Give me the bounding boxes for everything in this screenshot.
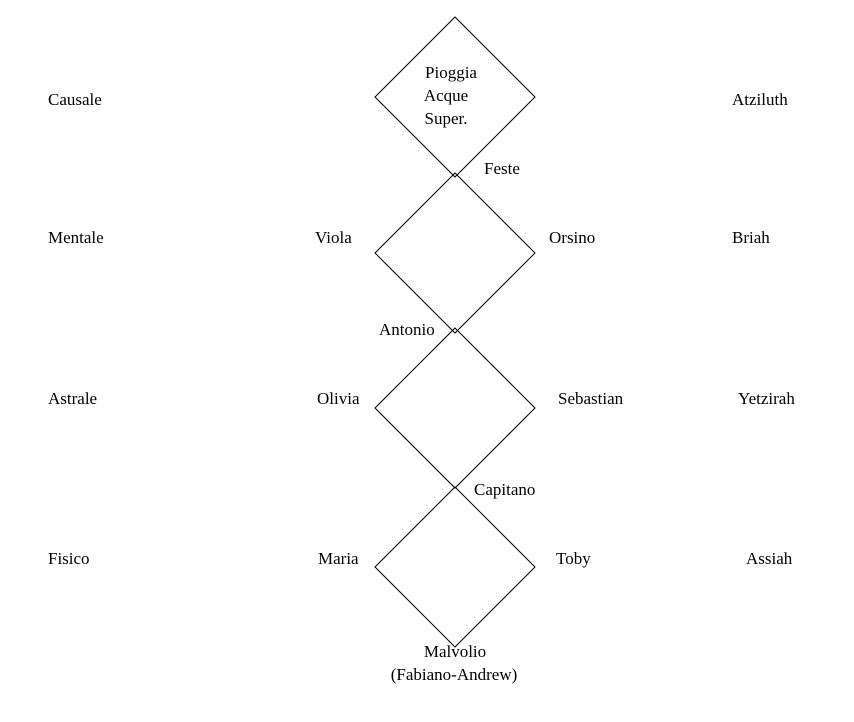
world-assiah-label: Assiah bbox=[746, 549, 793, 568]
diamond-bottom bbox=[374, 486, 536, 648]
toby-label: Toby bbox=[556, 549, 591, 568]
plane-physical-label: Fisico bbox=[48, 549, 90, 568]
top-diamond-line2: Acque bbox=[423, 86, 469, 105]
plane-causal-label: Causale bbox=[48, 90, 102, 109]
malvolio-label: Malvolio bbox=[423, 642, 487, 661]
feste-label: Feste bbox=[484, 159, 520, 178]
viola-label: Viola bbox=[315, 228, 352, 247]
world-atziluth-label: Atziluth bbox=[732, 90, 788, 109]
world-yetzirah-label: Yetzirah bbox=[738, 389, 795, 408]
top-diamond-line3: Super. bbox=[424, 109, 468, 128]
olivia-label: Olivia bbox=[317, 389, 360, 408]
top-diamond-line1: Pioggia bbox=[425, 63, 477, 82]
malvolio-sub-label: (Fabiano-Andrew) bbox=[390, 665, 518, 684]
orsino-label: Orsino bbox=[549, 228, 596, 247]
sebastian-label: Sebastian bbox=[558, 389, 624, 408]
diamond-third bbox=[374, 327, 536, 489]
plane-mental-label: Mentale bbox=[48, 228, 104, 247]
plane-astral-label: Astrale bbox=[48, 389, 98, 408]
antonio-label: Antonio bbox=[379, 320, 435, 339]
diamond-second bbox=[374, 172, 536, 334]
diamond-top bbox=[374, 16, 536, 178]
world-briah-label: Briah bbox=[732, 228, 770, 247]
maria-label: Maria bbox=[318, 549, 359, 568]
capitano-label: Capitano bbox=[474, 480, 536, 499]
